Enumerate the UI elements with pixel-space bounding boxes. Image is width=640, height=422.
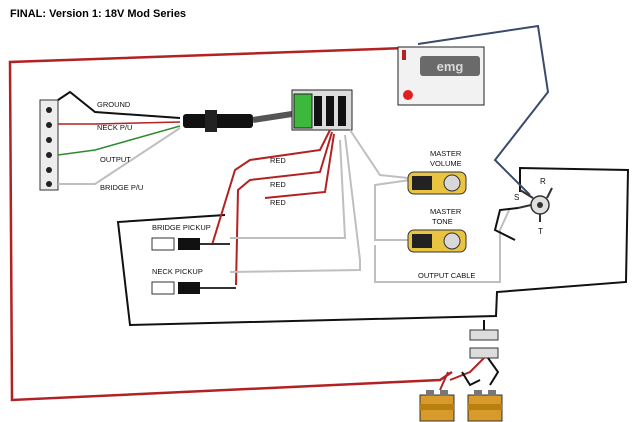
label-master-tone-2: TONE [432,217,453,226]
label-jack-r: R [540,177,546,186]
output-jack-plate [39,99,59,191]
harness-connector [183,114,253,128]
jack-cable [493,207,519,241]
gray-wire-bridge-pu [230,139,347,239]
battery-red-tab [402,50,406,60]
stereo-jack [517,187,553,222]
black-outer-wire [116,166,630,327]
diagram-title: FINAL: Version 1: 18V Mod Series [10,8,187,20]
emg-logo-box [420,56,480,76]
emg-logo-text: emg [437,59,464,74]
label-ground: GROUND [97,100,131,109]
gray-wire-output [374,207,511,283]
label-bridge-pickup: BRIDGE PICKUP [152,223,211,232]
blue-wire [417,24,550,196]
label-output-cable: OUTPUT CABLE [418,271,475,280]
neck-pu-wire [58,121,181,125]
label-jack-s: S [514,193,519,202]
gray-wire-tone [229,134,361,273]
bridge-pu-wire [58,127,181,185]
label-master-tone-1: MASTER [430,207,462,216]
label-red-2: RED [270,180,286,189]
battery-led [403,90,413,100]
battery-9v-left [419,390,455,422]
label-output: OUTPUT [100,155,131,164]
master-tone-pot [407,229,467,253]
pickup-switch-block [291,89,353,131]
label-bridge-pu: BRIDGE P/U [100,183,143,192]
label-jack-t: T [538,227,543,236]
label-master-volume-1: MASTER [430,149,462,158]
red-wire-switch [264,133,335,199]
red-wire-neck [235,131,333,286]
harness-band [205,110,217,132]
red-outer-wire [8,46,453,402]
ground-wire [57,90,181,119]
label-neck-pu: NECK P/U [97,123,132,132]
bridge-pickup-connector [151,237,230,251]
harness-to-switch [252,111,293,123]
label-master-volume-2: VOLUME [430,159,462,168]
label-neck-pickup: NECK PICKUP [152,267,203,276]
battery-9v-right [467,390,503,422]
label-red-3: RED [270,198,286,207]
gray-wire-volume [349,129,409,179]
red-wire-bridge [211,129,331,246]
master-volume-pot [407,171,467,195]
output-wire-green [57,125,181,156]
label-red-1: RED [270,156,286,165]
neck-pickup-connector [151,281,236,295]
battery-junction [439,320,500,391]
gray-wire-volume-tone [374,179,411,241]
